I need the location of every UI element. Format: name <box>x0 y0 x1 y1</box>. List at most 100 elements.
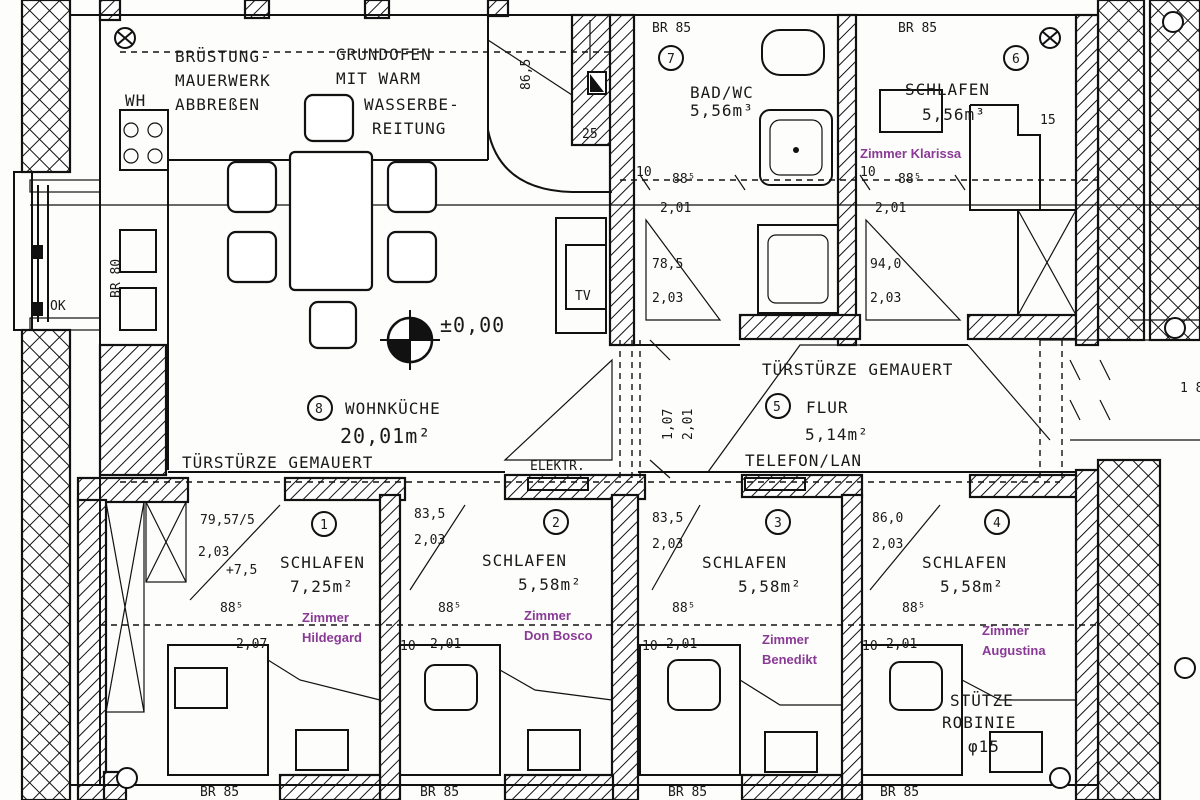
wohnkueche-area: 20,01m² <box>340 424 431 448</box>
telefon-box <box>744 477 806 491</box>
tv-unit <box>555 217 607 334</box>
tv-label: TV <box>575 289 591 304</box>
bad-name: BAD/WC <box>690 83 754 102</box>
room-6-marker <box>1003 45 1029 71</box>
bathroom-fixtures <box>757 29 839 314</box>
oven-symbol <box>587 71 607 95</box>
dim-207-room1: 2,07 <box>236 637 267 652</box>
dim-201-room2: 2,01 <box>430 637 461 652</box>
dim-201-room3: 2,01 <box>666 637 697 652</box>
dim-25: 25 <box>582 127 598 142</box>
elevation-label: ±0,00 <box>440 313 505 337</box>
room-7-number: 7 <box>667 52 675 67</box>
room-6-number: 6 <box>1012 52 1020 67</box>
wohnkueche-name: WOHNKÜCHE <box>345 399 441 418</box>
flur-name: FLUR <box>806 398 849 417</box>
door-203-room2: 2,03 <box>414 533 445 548</box>
edge-label: 1 8 <box>1180 381 1200 396</box>
stuetze-line-2: ROBINIE <box>942 713 1016 732</box>
room-8-marker <box>307 395 333 421</box>
dim-885-room1: 88⁵ <box>220 601 243 616</box>
dim-10-bad: 10 <box>636 165 652 180</box>
kitchen-counter <box>119 109 169 331</box>
zimmer-benedikt-line-2: Benedikt <box>762 652 818 667</box>
bad-area: 5,56m³ <box>690 101 754 120</box>
door-835-room2: 83,5 <box>414 507 445 522</box>
zimmer-benedikt-line-1: Zimmer <box>762 632 809 647</box>
room-4-marker <box>984 509 1010 535</box>
bruestung-line-1: BRÜSTUNG- <box>175 47 271 66</box>
dim-10-room3: 10 <box>642 639 658 654</box>
round-posts <box>114 11 1196 789</box>
dim-10-room6: 10 <box>860 165 876 180</box>
room-8-number: 8 <box>315 402 323 417</box>
br85-top-2: BR 85 <box>898 21 937 36</box>
room-2-number: 2 <box>552 516 560 531</box>
dim-201-vertical: 2,01 <box>681 409 696 440</box>
schlafen6-area: 5,56m³ <box>922 105 986 124</box>
schlafen4-area: 5,58m² <box>940 577 1004 596</box>
dashed-lines <box>100 51 1098 626</box>
br80-label: BR 80 <box>109 259 124 298</box>
stuetze-line-1: STÜTZE <box>950 691 1014 710</box>
br85-bottom-2: BR 85 <box>420 785 459 800</box>
door-room1: 79,57/5 <box>200 513 255 528</box>
br85-bottom-1: BR 85 <box>200 785 239 800</box>
zimmer-hildegard-line-1: Zimmer <box>302 610 349 625</box>
grundofen-line-4: REITUNG <box>372 119 446 138</box>
door-203-room3: 2,03 <box>652 537 683 552</box>
zimmer-hildegard-line-2: Hildegard <box>302 630 362 645</box>
door-860-room4: 86,0 <box>872 511 903 526</box>
wardrobes <box>105 501 187 713</box>
schlafen2-area: 5,58m² <box>518 575 582 594</box>
plan-labels: BRÜSTUNG- MAUERWERK ABBREßEN GRUNDOFEN M… <box>50 21 1200 800</box>
door-swings-upper <box>487 20 962 321</box>
grundofen-line-2: MIT WARM <box>336 69 421 88</box>
dim-885-room6: 88⁵ <box>898 172 921 187</box>
dim-725-room1: +7,5 <box>226 563 257 578</box>
schlafen6-name: SCHLAFEN <box>905 80 990 99</box>
br85-top-1: BR 85 <box>652 21 691 36</box>
door-940: 94,0 <box>870 257 901 272</box>
zimmer-don-bosco-line-1: Zimmer <box>524 608 571 623</box>
dim-15: 15 <box>1040 113 1056 128</box>
door-203-room1: 2,03 <box>198 545 229 560</box>
door-785: 78,5 <box>652 257 683 272</box>
dim-201-bad: 2,01 <box>660 201 691 216</box>
dim-201-room6: 2,01 <box>875 201 906 216</box>
zimmer-don-bosco-line-2: Don Bosco <box>524 628 593 643</box>
dim-885-bad: 88⁵ <box>672 172 695 187</box>
tuerstuerze-left: TÜRSTÜRZE GEMAUERT <box>182 453 373 472</box>
grundofen-line-3: WASSERBE- <box>364 95 460 114</box>
ok-label: OK <box>50 299 66 314</box>
zimmer-augustina-line-2: Augustina <box>982 643 1046 658</box>
dining-table <box>226 93 438 350</box>
door-835-room3: 83,5 <box>652 511 683 526</box>
tuerstuerze-right: TÜRSTÜRZE GEMAUERT <box>762 360 953 379</box>
dim-107: 1,07 <box>661 409 676 440</box>
elektr-label: ELEKTR. <box>530 459 585 474</box>
schlafen2-name: SCHLAFEN <box>482 551 567 570</box>
bruestung-line-2: MAUERWERK <box>175 71 271 90</box>
room-7-marker <box>658 45 684 71</box>
grundofen-line-1: GRUNDOFEN <box>336 45 432 64</box>
schlafen3-area: 5,58m² <box>738 577 802 596</box>
dimension-ticks <box>639 174 1111 479</box>
dim-10-room4: 10 <box>862 639 878 654</box>
schlafen3-name: SCHLAFEN <box>702 553 787 572</box>
room6-furniture <box>879 89 1077 316</box>
dim-10-room2: 10 <box>400 639 416 654</box>
dim-885-room2: 88⁵ <box>438 601 461 616</box>
stuetze-line-3: φ15 <box>968 737 1000 756</box>
br85-bottom-3: BR 85 <box>668 785 707 800</box>
flur-area: 5,14m² <box>805 425 869 444</box>
br85-bottom-4: BR 85 <box>880 785 919 800</box>
telefon-label: TELEFON/LAN <box>745 451 862 470</box>
room-3-marker <box>765 509 791 535</box>
dim-201-room4: 2,01 <box>886 637 917 652</box>
door-203-room4: 2,03 <box>872 537 903 552</box>
schlafen1-area: 7,25m² <box>290 577 354 596</box>
room-5-marker <box>765 393 791 419</box>
room-3-number: 3 <box>774 516 782 531</box>
door-swings-corridor <box>189 344 1051 601</box>
